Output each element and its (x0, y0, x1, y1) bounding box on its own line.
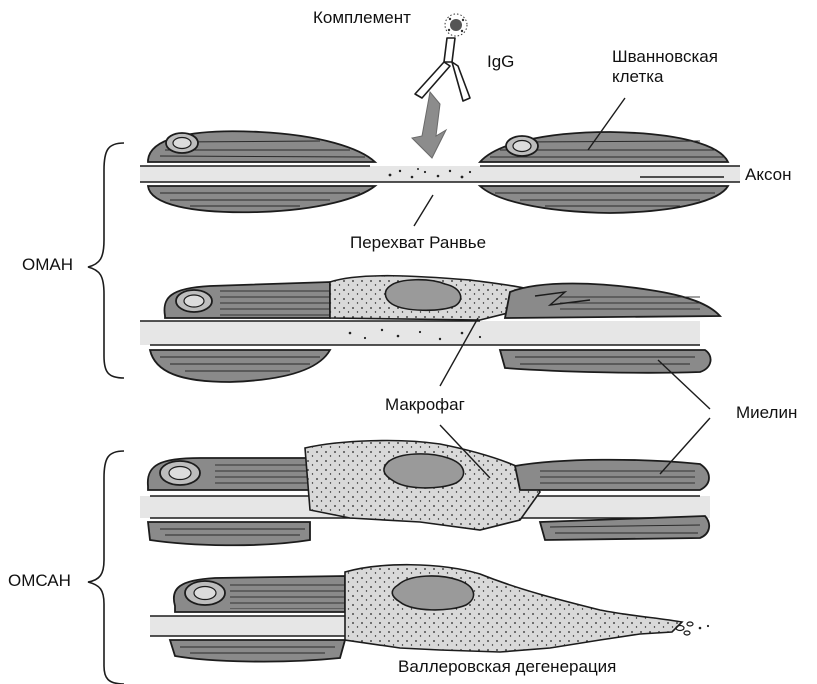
oman-label: ОМАН (22, 255, 73, 275)
omsan-label: ОМСАН (8, 571, 71, 591)
schwann-cell-label: Шванновская клетка (612, 47, 742, 86)
myelin-label: Миелин (736, 403, 797, 423)
nerve-fiber-2 (140, 276, 720, 382)
schwann-cell-label-line1: Шванновская (612, 47, 742, 67)
igg-antibody-icon (415, 38, 470, 101)
complement-icon (445, 14, 467, 36)
axon-label: Аксон (745, 165, 792, 185)
wallerian-degeneration-label: Валлеровская дегенерация (398, 657, 616, 677)
brace-oman (88, 143, 124, 378)
nerve-fiber-3 (140, 441, 710, 546)
arrow-icon (412, 92, 446, 158)
schwann-cell-label-line2: клетка (612, 67, 742, 87)
nerve-fiber-1 (140, 131, 740, 213)
node-of-ranvier-label: Перехват Ранвье (350, 233, 486, 253)
nerve-fiber-4 (150, 565, 709, 662)
igg-label: IgG (487, 52, 514, 72)
macrophage-label: Макрофаг (385, 395, 465, 415)
complement-label: Комплемент (313, 8, 411, 28)
brace-omsan (88, 451, 124, 684)
